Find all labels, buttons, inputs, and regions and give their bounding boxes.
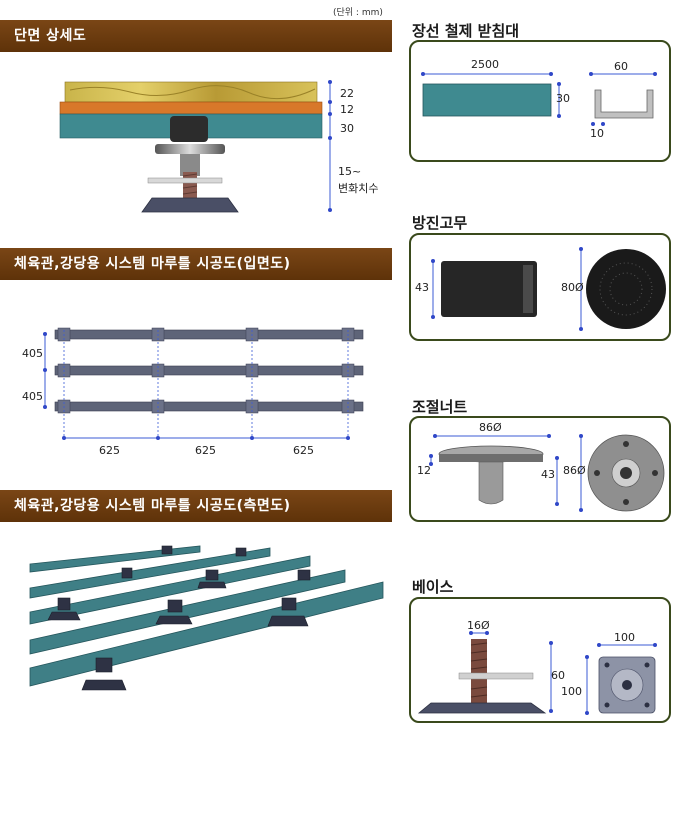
- unit-note: (단위 : mm): [333, 8, 383, 18]
- dim-rubber-diameter: 80Ø: [561, 281, 584, 294]
- dim-span-1: 625: [99, 444, 120, 457]
- dim-base-width: 100: [614, 631, 635, 644]
- side-beam-4: [29, 569, 346, 655]
- dim-rubber-height: 43: [415, 281, 429, 294]
- dim-layer2: 12: [340, 103, 354, 116]
- dim-channel-length: 2500: [471, 58, 499, 71]
- section-bar-cross-section: 단면 상세도: [0, 20, 392, 52]
- elevation-beam-2: [54, 365, 364, 376]
- part-title-rubber: 방진고무: [412, 214, 468, 232]
- dim-layer3: 30: [340, 122, 354, 135]
- dim-base-bolt-diameter: 16Ø: [467, 619, 490, 632]
- cross-section-drawing: [59, 80, 332, 213]
- panel-channel: 2500 30 60 10: [409, 40, 671, 162]
- rubber-drawing: [431, 247, 666, 331]
- adjust-nut: [155, 144, 225, 154]
- base-plate: [141, 197, 239, 213]
- dim-channel-height: 30: [556, 92, 570, 105]
- nut-drawing: [429, 434, 665, 512]
- channel-side-view: [422, 83, 552, 117]
- channel-drawing: [421, 72, 657, 126]
- elevation-beam-1: [54, 329, 364, 340]
- dim-span-3: 625: [293, 444, 314, 457]
- side-view-drawing: [29, 545, 384, 691]
- dim-base-height: 60: [551, 669, 565, 682]
- dim-nut-flange: 12: [417, 464, 431, 477]
- dim-base-depth: 100: [561, 685, 582, 698]
- dim-nut-plan-diameter: 86Ø: [563, 464, 586, 477]
- base-drawing: [417, 631, 657, 715]
- side-pedestal: [95, 657, 113, 673]
- dim-channel-thickness: 10: [590, 127, 604, 140]
- dim-adjust-label: 변화치수: [338, 182, 379, 195]
- side-beam-1: [29, 545, 201, 573]
- part-title-nut: 조절너트: [412, 398, 468, 416]
- section-bar-elevation: 체육관,강당용 시스템 마루틀 시공도(입면도): [0, 248, 392, 280]
- elevation-drawing: [43, 327, 364, 440]
- rubber-top-view: [586, 249, 666, 329]
- elevation-beam-3: [54, 401, 364, 412]
- panel-rubber: 43 80Ø: [409, 233, 671, 341]
- dim-row-spacing-2: 405: [22, 390, 43, 403]
- dim-layer1: 22: [340, 87, 354, 100]
- rubber-pad: [170, 116, 208, 142]
- dim-nut-top-diameter: 86Ø: [479, 421, 502, 434]
- dim-row-spacing-1: 405: [22, 347, 43, 360]
- part-title-base: 베이스: [412, 578, 454, 596]
- rubber-side-view: [441, 261, 537, 317]
- panel-base: 16Ø 60 100 100: [409, 597, 671, 723]
- dim-nut-height: 43: [541, 468, 555, 481]
- dim-adjust-value: 15~: [338, 165, 362, 178]
- section-bar-side-view: 체육관,강당용 시스템 마루틀 시공도(측면도): [0, 490, 392, 522]
- part-title-channel: 장선 철제 받침대: [412, 22, 520, 40]
- channel-profile: [594, 89, 654, 119]
- plywood-layer: [59, 101, 323, 115]
- dim-channel-width: 60: [614, 60, 628, 73]
- base-side-view: [417, 702, 547, 714]
- panel-nut: 86Ø 12 43 86Ø: [409, 416, 671, 522]
- side-beam-2: [29, 547, 271, 599]
- dim-span-2: 625: [195, 444, 216, 457]
